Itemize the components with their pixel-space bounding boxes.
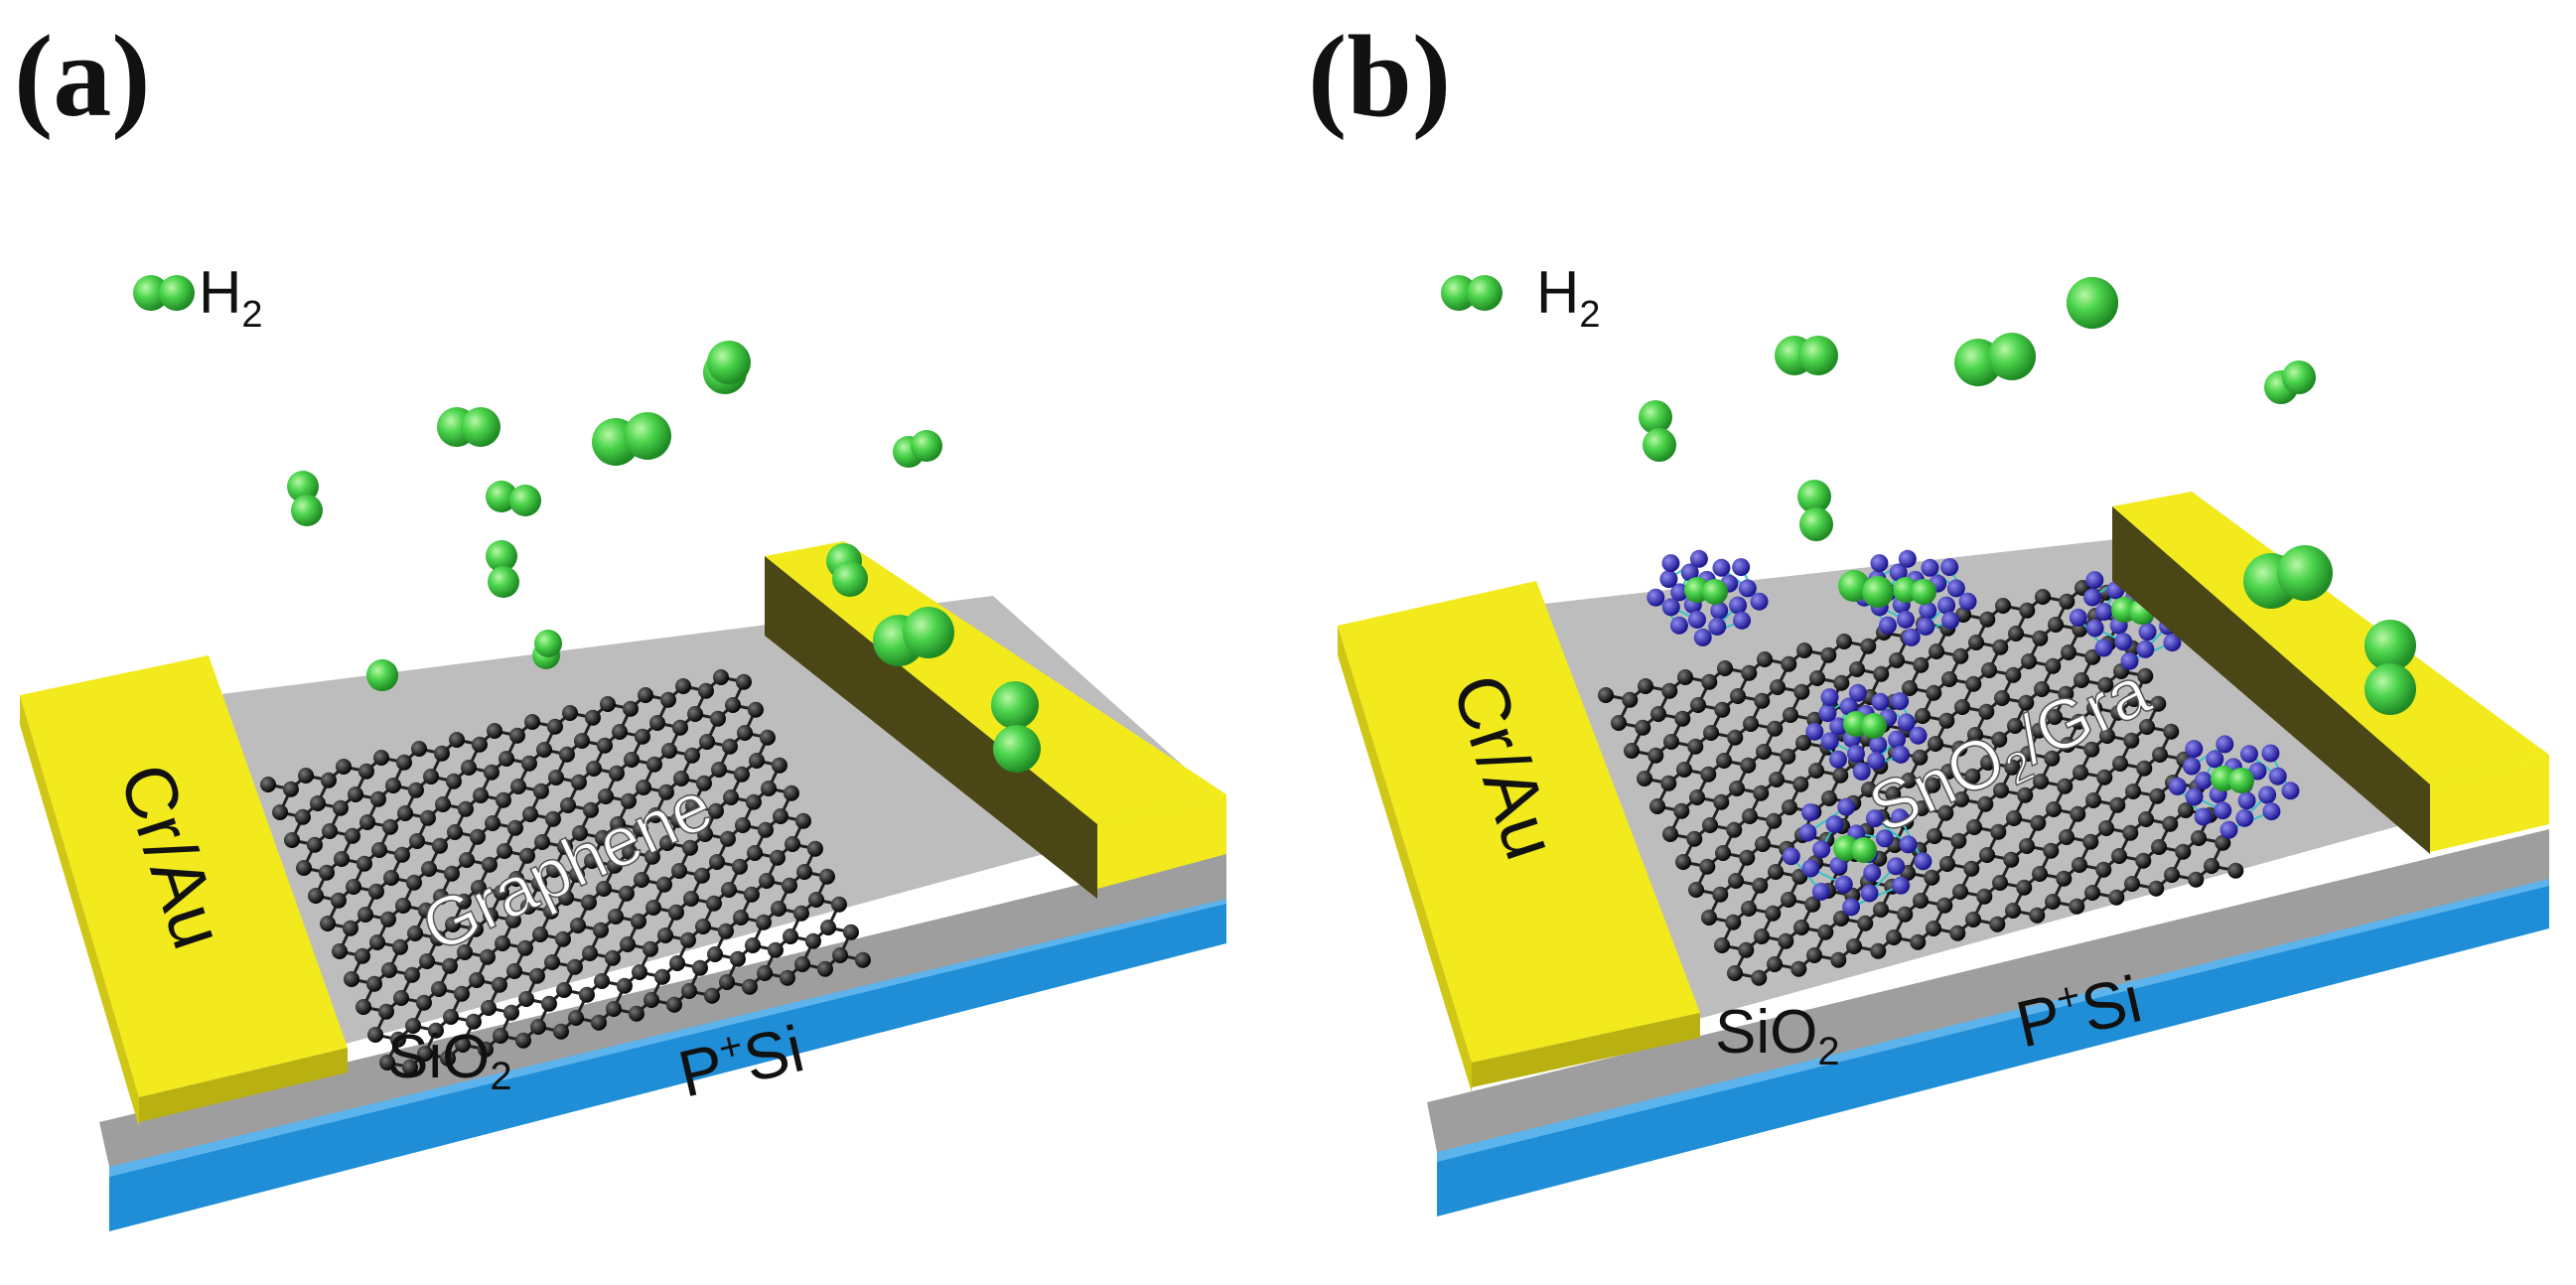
right-electrode <box>765 541 1226 899</box>
left-electrode <box>20 655 348 1127</box>
h2-legend-a: H2 <box>199 258 262 336</box>
panel-label-a: (a) <box>14 11 151 141</box>
h2-legend-b: H2 <box>1536 258 1600 336</box>
h2-legend-text: H <box>1536 259 1580 326</box>
graphene-lattice <box>260 669 871 1075</box>
oxide-label: SiO2 <box>387 1023 512 1098</box>
hydrogen-molecules <box>287 341 1041 773</box>
oxide-label: SiO2 <box>1715 998 1840 1073</box>
hydrogen-molecule-icon <box>1441 275 1503 311</box>
h2-legend-sub: 2 <box>241 294 263 336</box>
h2-legend-text: H <box>199 259 242 326</box>
panel-b: (b) H2 <box>1288 0 2576 1285</box>
device-schematic-b: Cr/Au SnO2/Gra SiO2 P+Si <box>1338 275 2549 1216</box>
panel-a: (a) H2 <box>14 11 1226 1231</box>
panel-label-b: (b) <box>1308 11 1452 141</box>
h2-legend-sub: 2 <box>1579 294 1601 336</box>
hydrogen-molecules <box>1639 277 2416 715</box>
left-electrode <box>1338 581 1700 1092</box>
device-schematic-a: Cr/Au Graphene SiO2 P+Si <box>20 275 1226 1231</box>
right-electrode <box>2112 492 2549 854</box>
hydrogen-molecule-icon <box>133 275 195 311</box>
